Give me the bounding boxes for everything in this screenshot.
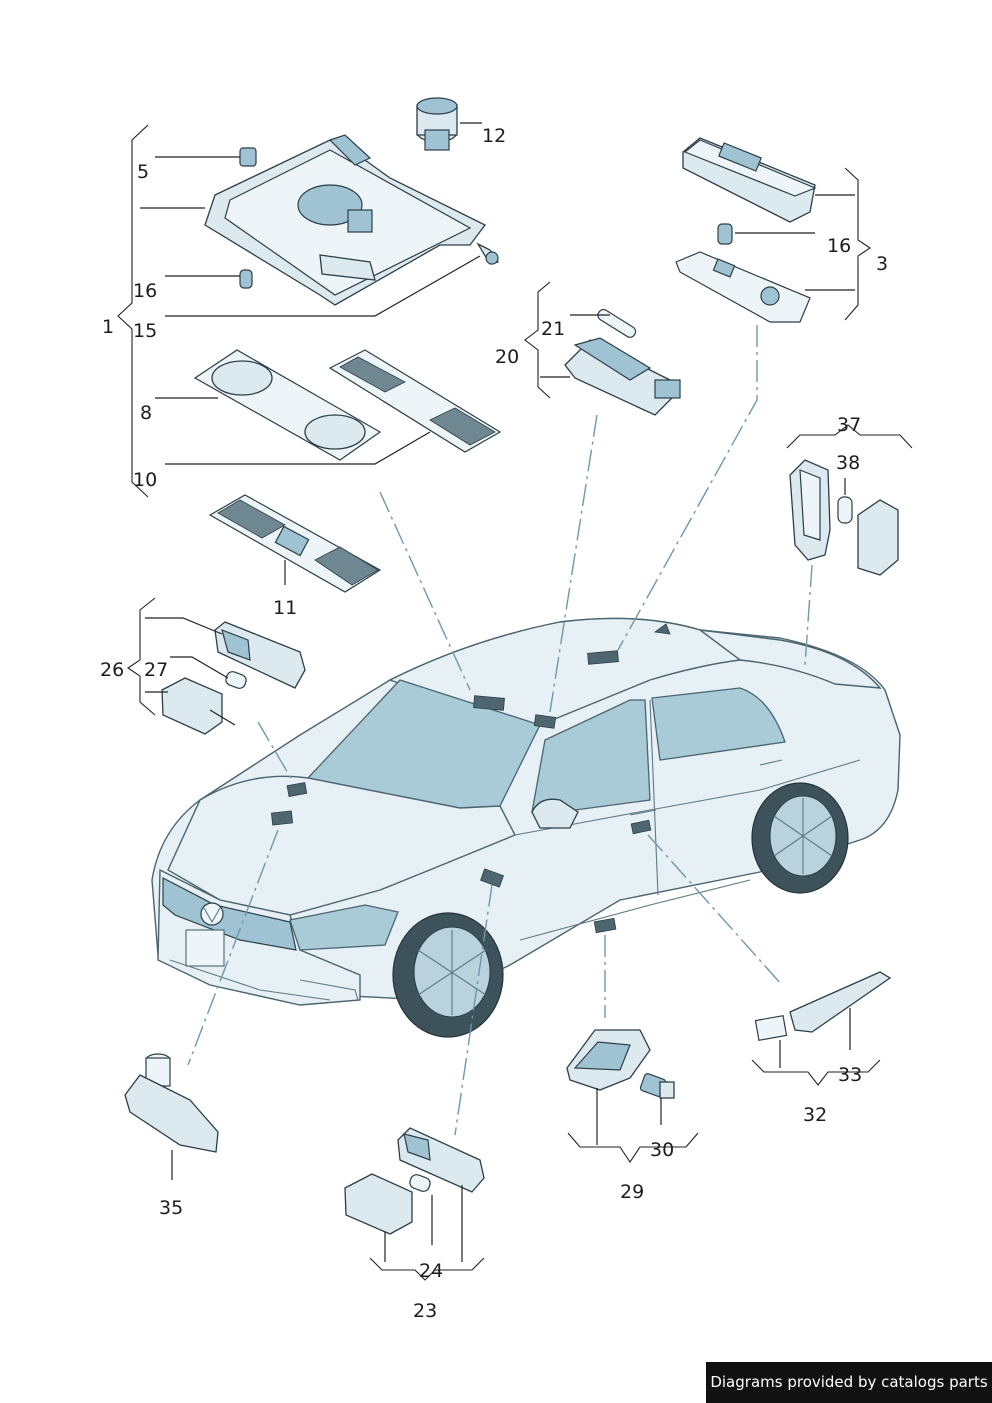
part-38-bulb [837, 496, 853, 524]
part-26-footwell-light [161, 621, 306, 735]
car-illustration [151, 617, 901, 1038]
part-21-festoon-bulb [597, 308, 637, 338]
label-11: 11 [273, 597, 297, 619]
part-20-luggage-light [564, 337, 681, 416]
part-5-bulb-holder [239, 147, 257, 167]
part-27-bulb [225, 671, 247, 689]
part-30-bulb [639, 1073, 675, 1099]
callout-numbers: 1 3 5 8 10 11 12 15 16 16 20 21 23 24 26… [100, 125, 888, 1322]
credit-banner: Diagrams provided by catalogs parts [706, 1362, 992, 1403]
part-15-screw [476, 242, 500, 265]
label-37: 37 [837, 414, 861, 436]
label-38: 38 [836, 452, 860, 474]
leader-lines [140, 122, 855, 1262]
part-11-lens [208, 494, 382, 593]
part-24-bulb [409, 1174, 431, 1192]
group-brackets [117, 124, 913, 1281]
part-37-door-light [789, 459, 899, 576]
label-27: 27 [144, 659, 168, 681]
label-32: 32 [803, 1104, 827, 1126]
label-33: 33 [838, 1064, 862, 1086]
label-5: 5 [137, 161, 149, 183]
part-35-sensor [124, 1053, 219, 1153]
part-29-puddle-light [566, 1029, 651, 1091]
label-16-top: 16 [133, 280, 157, 302]
label-15: 15 [133, 320, 157, 342]
part-8-lens [193, 349, 382, 461]
label-16-rear: 16 [827, 235, 851, 257]
label-24: 24 [419, 1260, 443, 1282]
part-23-footwell-light [344, 1127, 485, 1235]
label-12: 12 [482, 125, 506, 147]
part-1-interior-light-housing [204, 134, 486, 306]
label-23: 23 [413, 1300, 437, 1322]
label-30: 30 [650, 1139, 674, 1161]
label-10: 10 [133, 469, 157, 491]
part-12-rotary-switch [416, 97, 458, 151]
part-16-bulb-rear [717, 223, 733, 245]
label-1: 1 [102, 316, 114, 338]
label-21: 21 [541, 318, 565, 340]
label-35: 35 [159, 1197, 183, 1219]
part-32-fibre-light [754, 971, 892, 1041]
label-20: 20 [495, 346, 519, 368]
label-8: 8 [140, 402, 152, 424]
label-29: 29 [620, 1181, 644, 1203]
location-lines [187, 325, 813, 1136]
label-3: 3 [876, 253, 888, 275]
part-3-rear-reading-light [675, 137, 817, 323]
part-16-bulb [239, 269, 253, 289]
part-10-lens [328, 349, 502, 453]
label-26: 26 [100, 659, 124, 681]
